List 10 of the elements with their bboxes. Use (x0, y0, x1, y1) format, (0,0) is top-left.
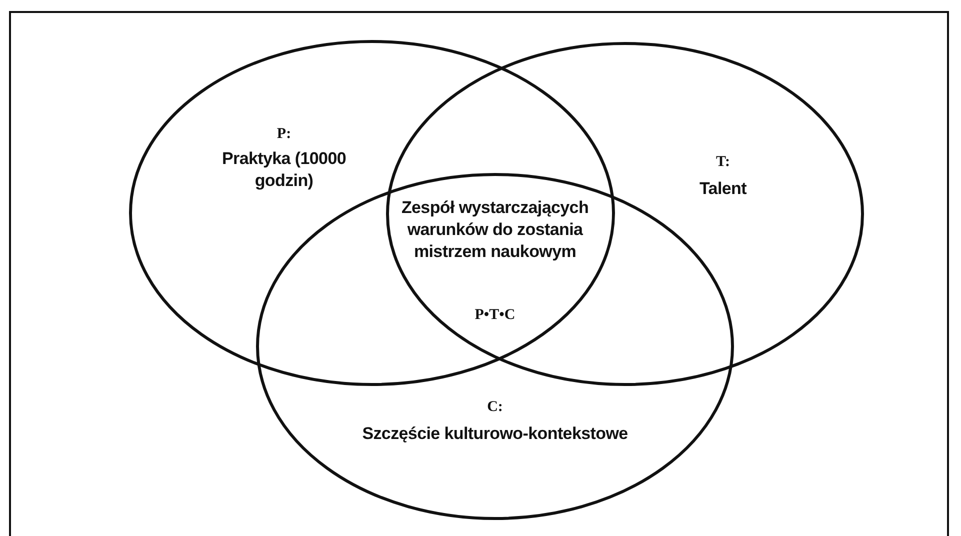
set-label: Szczęście kulturowo-kontekstowe (361, 423, 629, 445)
set-label: Talent (698, 178, 748, 200)
venn-ellipse (386, 42, 864, 386)
formula-label: P•T•C (474, 307, 516, 324)
set-letter: C: (487, 399, 503, 416)
set-label: Praktyka (10000 godzin) (220, 148, 348, 192)
venn-ellipse (129, 40, 615, 386)
set-letter: T: (716, 154, 730, 171)
intersection-label: Zespół wystarczających warunków do zostania mistrzem naukowym (400, 197, 590, 263)
set-letter: P: (276, 126, 292, 143)
